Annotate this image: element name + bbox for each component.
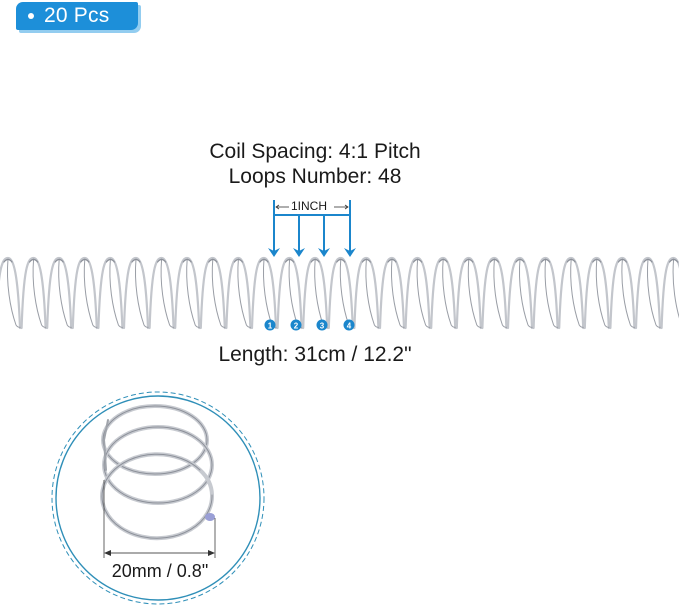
loops-number-text: Loops Number: 48 <box>228 165 402 188</box>
svg-text:3: 3 <box>320 322 325 331</box>
svg-text:4: 4 <box>347 322 352 331</box>
pitch-indicator <box>273 200 351 252</box>
length-text: Length: 31cm / 12.2" <box>218 343 412 366</box>
inch-span-ticks <box>275 204 349 210</box>
pitch-unit-label: 1INCH <box>290 199 329 213</box>
quantity-label: 20 Pcs <box>44 4 110 27</box>
svg-text:1: 1 <box>268 322 273 331</box>
diameter-dimension <box>103 480 216 558</box>
spring-closeup <box>100 404 215 541</box>
bullet-icon <box>28 13 34 19</box>
pitch-arrowheads <box>268 248 356 257</box>
quantity-badge: 20 Pcs <box>16 2 138 30</box>
detail-circle <box>51 391 265 605</box>
diameter-text: 20mm / 0.8" <box>111 561 209 581</box>
coil-spacing-text: Coil Spacing: 4:1 Pitch <box>209 140 421 163</box>
spring-coil-long <box>0 256 679 330</box>
svg-text:2: 2 <box>294 322 299 331</box>
pitch-markers: 1 2 3 4 <box>264 319 355 331</box>
